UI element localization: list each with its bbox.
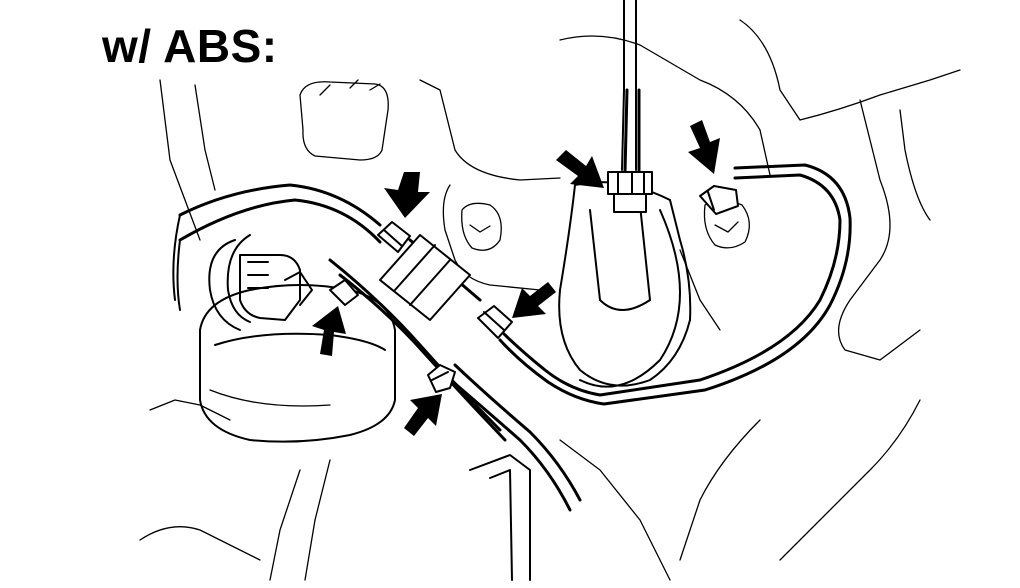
- arrow-icon: [512, 282, 556, 318]
- fitting-lower-clip: [427, 364, 456, 393]
- fittings: [329, 171, 739, 393]
- arrow-icon: [556, 150, 604, 188]
- fitting-master-cylinder: [607, 171, 653, 213]
- fitting-upper-left: [377, 221, 411, 253]
- fitting-right-clip: [699, 185, 739, 215]
- junction-block: [379, 234, 471, 321]
- arrow-icon: [384, 172, 430, 218]
- hose-loop: [208, 234, 313, 331]
- background-outlines: [139, 19, 961, 581]
- lower-bracket: [469, 454, 531, 581]
- pointer-arrows: [312, 120, 720, 436]
- arrow-icon: [404, 394, 442, 436]
- arrow-icon: [688, 120, 720, 174]
- arrow-icon: [312, 306, 346, 356]
- cylinder-part: [199, 284, 396, 443]
- diagram-title: w/ ABS:: [102, 20, 278, 72]
- fitting-right-of-junction: [477, 305, 513, 339]
- fitting-left-small: [329, 279, 359, 306]
